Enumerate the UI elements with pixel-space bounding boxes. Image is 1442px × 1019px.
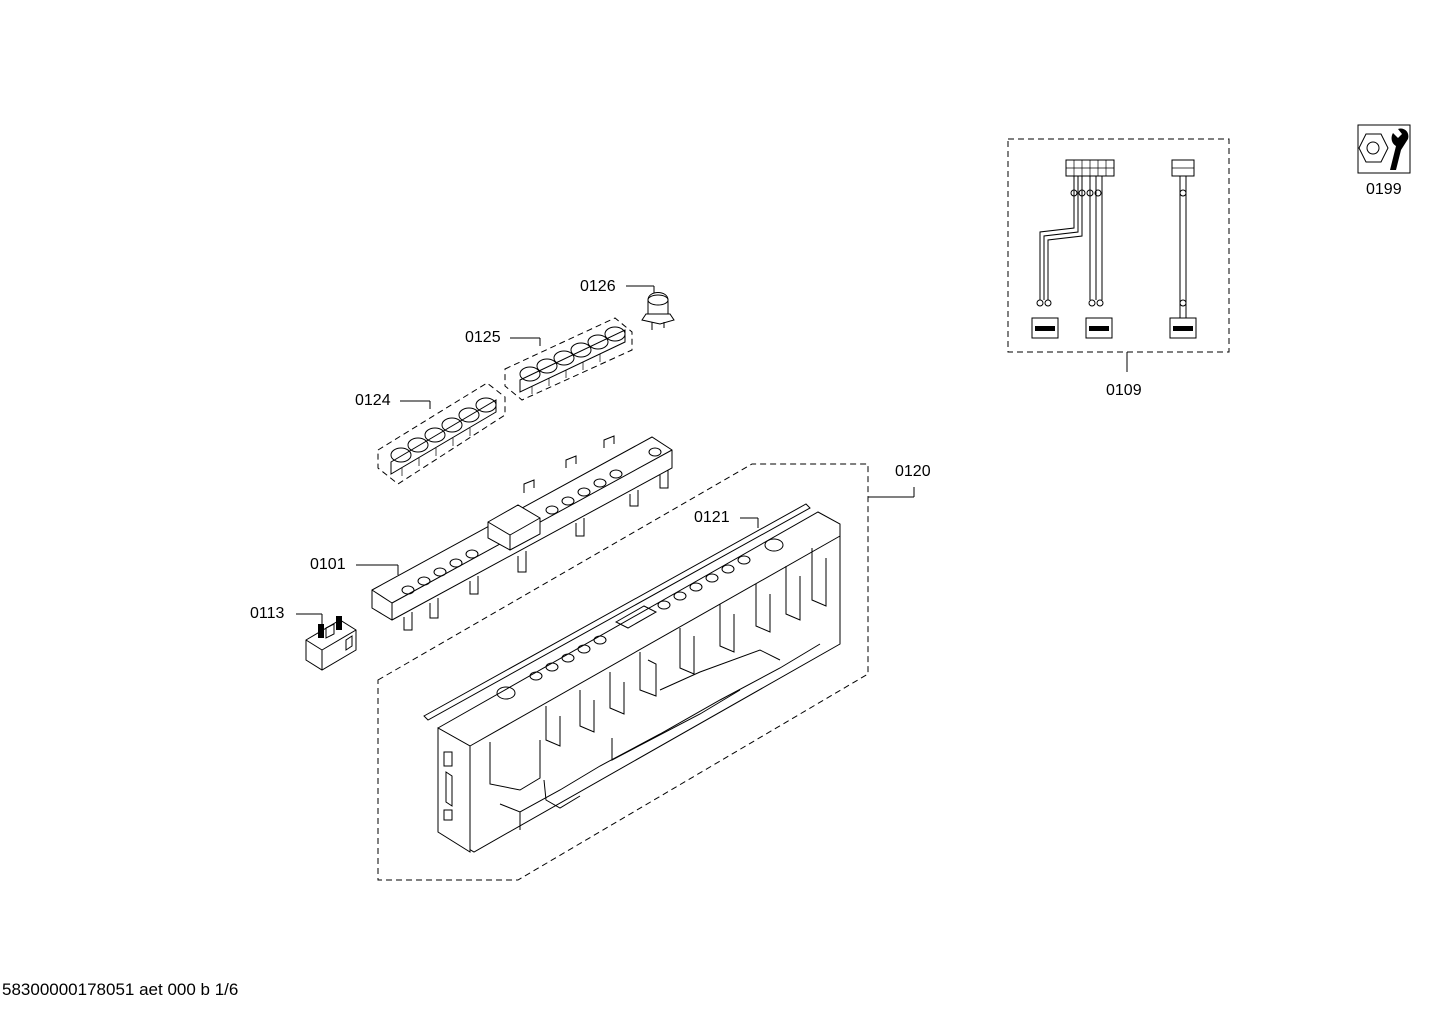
- button-0126: [626, 285, 675, 330]
- label-0199[interactable]: 0199: [1366, 181, 1402, 198]
- label-0101[interactable]: 0101: [310, 556, 346, 573]
- label-0124[interactable]: 0124: [355, 392, 391, 409]
- label-0120[interactable]: 0120: [895, 463, 931, 480]
- trim-strip-0121: [423, 503, 811, 721]
- label-0125[interactable]: 0125: [465, 329, 501, 346]
- label-0121[interactable]: 0121: [694, 509, 730, 526]
- button-strip-0125: [504, 317, 633, 401]
- clip-0113: [296, 613, 357, 671]
- housing-assembly-0120: [377, 463, 915, 881]
- label-0126[interactable]: 0126: [580, 278, 616, 295]
- control-panel-housing: [437, 511, 841, 853]
- control-module-0101: [356, 435, 673, 631]
- button-strip-0124: [377, 382, 506, 485]
- label-0109[interactable]: 0109: [1106, 382, 1142, 399]
- label-0113[interactable]: 0113: [250, 605, 285, 622]
- wire-harness-0109: [1007, 138, 1230, 372]
- drawing-id: 58300000178051 aet 000 b 1/6: [2, 980, 239, 999]
- wrench-nut-icon: [1357, 124, 1411, 174]
